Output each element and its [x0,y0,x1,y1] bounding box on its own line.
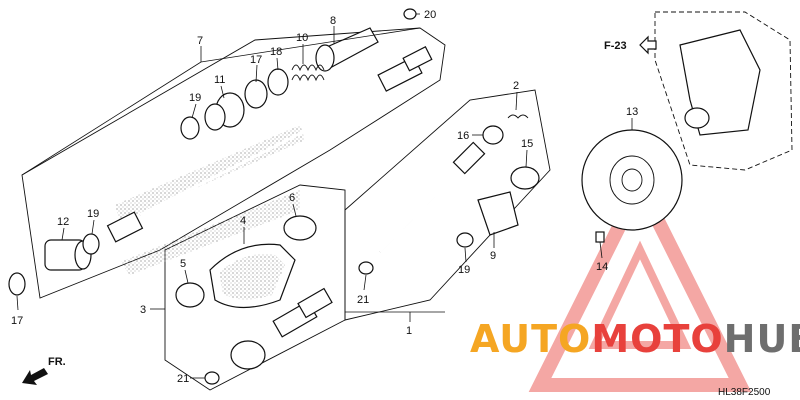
callout-6: 6 [289,192,295,204]
callout-1: 1 [406,325,412,337]
watermark-part2: MOTO [591,317,723,361]
callout-16: 16 [457,130,469,142]
callout-21-bottom: 21 [177,373,189,385]
callout-20: 20 [424,9,436,21]
callout-19-mid: 19 [458,264,470,276]
reference-f23: F-23 [604,35,657,55]
part-9-boot [477,191,519,236]
leader-lines [16,13,633,379]
part-19-ring-mid [456,232,474,248]
part-17-ring-bottom [8,272,26,296]
part-6-clamp [283,215,317,241]
callout-19-top: 19 [189,92,201,104]
front-arrow-icon [22,368,48,385]
callout-9: 9 [490,250,496,262]
part-14-bolt [595,231,605,243]
part-19-ring-left [82,233,100,255]
group-outline-3 [164,184,346,391]
part-10-spring [291,64,325,82]
driveshaft-long [106,46,433,275]
callout-11: 11 [214,74,225,86]
part-21-ring-mid [358,261,374,275]
callout-13: 13 [626,106,638,118]
part-3-universal-joint [230,287,333,370]
driveshaft-short [379,141,486,253]
diagram-code: HL38F2500 [718,387,771,398]
watermark-triangle-logo [528,169,752,392]
callout-2: 2 [513,80,519,92]
part-21-ring-bottom [204,371,220,385]
callout-18: 18 [270,46,282,58]
part-15-ring [510,166,540,190]
callout-4: 4 [240,215,246,227]
callout-21-mid: 21 [357,294,369,306]
callout-19-left: 19 [87,208,99,220]
part-11-joint [204,92,245,131]
callout-14: 14 [596,261,608,273]
callout-17-bottom: 17 [11,315,23,327]
watermark-text: AUTOMOTOHUB [470,317,800,361]
callout-5: 5 [180,258,186,270]
part-16-ring [482,125,504,145]
part-4-boot [209,243,296,309]
callout-12: 12 [57,216,69,228]
part-2-spring [507,114,529,119]
callout-8: 8 [330,15,336,27]
callout-17-top: 17 [250,54,262,66]
group-outline-7 [21,27,446,299]
callout-10: 10 [296,32,308,44]
part-5-clamp [175,282,205,308]
knuckle [679,29,761,136]
callout-15: 15 [521,138,533,150]
callout-7: 7 [197,35,203,47]
watermark-part1: AUTO [470,317,591,361]
svg-text:F-23: F-23 [604,40,627,52]
callout-3: 3 [140,304,146,316]
part-13-brake-disc [581,129,683,231]
part-17-ring [244,79,268,109]
part-18-ring [267,68,289,96]
arrow-left-icon [639,35,657,55]
knuckle-outline [654,11,793,171]
group-outline-1 [344,89,551,321]
part-19-ring-top [180,116,200,140]
watermark-part3: HUB [724,317,800,361]
part-20-ring [403,8,417,20]
svg-text:FR.: FR. [48,356,66,368]
part-8-boot [315,27,379,72]
front-indicator: FR. [22,356,66,385]
